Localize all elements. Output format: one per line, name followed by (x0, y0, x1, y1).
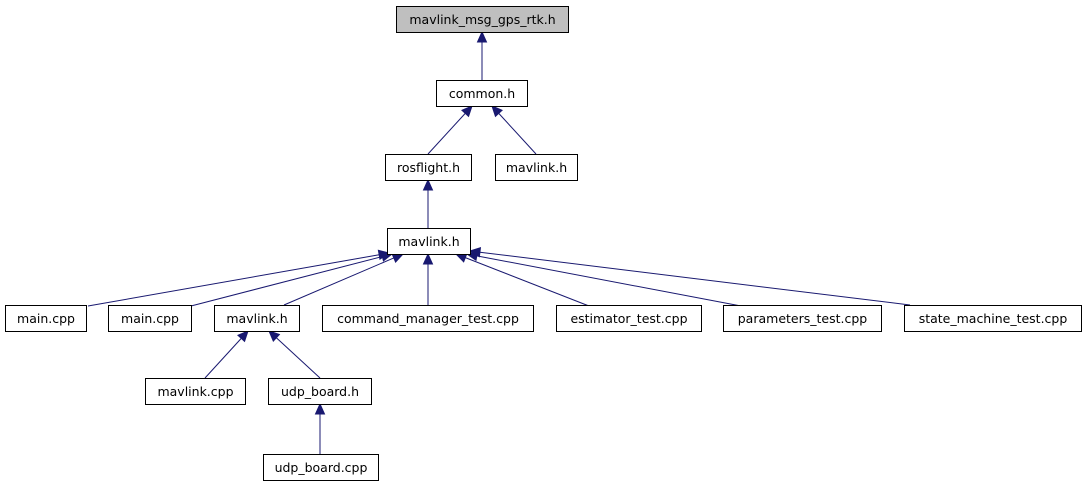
arrowhead-icon (391, 253, 405, 263)
node-box (322, 305, 534, 332)
node-box (214, 305, 300, 332)
node-n4[interactable]: mavlink.h (387, 228, 471, 255)
node-n12[interactable]: mavlink.cpp (145, 378, 246, 405)
node-box (904, 305, 1082, 332)
arrowhead-icon (314, 402, 326, 415)
edge-line (465, 257, 590, 307)
node-n11[interactable]: state_machine_test.cpp (904, 305, 1082, 332)
node-n5[interactable]: main.cpp (5, 305, 87, 332)
arrowhead-icon (268, 330, 281, 342)
node-n9[interactable]: estimator_test.cpp (556, 305, 702, 332)
node-label: command_manager_test.cpp (337, 311, 519, 326)
node-box (556, 305, 702, 332)
node-n8[interactable]: command_manager_test.cpp (322, 305, 534, 332)
node-n13[interactable]: udp_board.h (268, 378, 372, 405)
node-n10[interactable]: parameters_test.cpp (723, 305, 882, 332)
node-box (495, 154, 578, 181)
node-box (436, 80, 528, 107)
edge-n5-to-n4 (87, 249, 391, 307)
edge-n1-to-n0 (476, 30, 488, 80)
edge-n2-to-n1 (427, 105, 473, 155)
edge-line (283, 257, 395, 306)
edge-line (276, 337, 321, 379)
node-n7[interactable]: mavlink.h (214, 305, 300, 332)
arrowhead-icon (422, 178, 434, 191)
node-box (396, 6, 569, 33)
edge-n12-to-n7 (204, 330, 249, 379)
node-n6[interactable]: main.cpp (108, 305, 192, 332)
node-box (5, 305, 87, 332)
node-label: mavlink_msg_gps_rtk.h (409, 12, 555, 27)
node-label: mavlink.h (506, 160, 567, 175)
arrowhead-icon (476, 30, 488, 43)
node-label: mavlink.cpp (157, 384, 233, 399)
edges-layer (87, 30, 911, 454)
arrowhead-icon (468, 247, 482, 258)
edge-line (427, 113, 466, 155)
node-box (723, 305, 882, 332)
node-box (145, 378, 246, 405)
node-label: main.cpp (17, 311, 75, 326)
node-n0: mavlink_msg_gps_rtk.h (396, 6, 569, 33)
node-label: common.h (449, 86, 515, 101)
edge-line (476, 255, 742, 307)
arrowhead-icon (491, 105, 503, 118)
node-label: mavlink.h (226, 311, 287, 326)
edge-line (87, 254, 380, 307)
node-box (385, 154, 472, 181)
node-label: parameters_test.cpp (738, 311, 868, 326)
edge-line (498, 113, 537, 155)
node-box (268, 378, 372, 405)
edge-n13-to-n7 (268, 330, 321, 379)
node-label: rosflight.h (397, 160, 460, 175)
edge-n14-to-n13 (314, 402, 326, 454)
node-n2[interactable]: rosflight.h (385, 154, 472, 181)
node-label: estimator_test.cpp (570, 311, 687, 326)
edge-n4-to-n2 (422, 178, 434, 228)
node-box (387, 228, 471, 255)
edge-n8-to-n4 (422, 252, 434, 305)
edge-line (190, 256, 383, 307)
node-label: udp_board.h (281, 384, 359, 399)
edge-n6-to-n4 (190, 251, 394, 307)
node-label: udp_board.cpp (275, 460, 368, 475)
edge-line (204, 338, 242, 379)
edge-n9-to-n4 (454, 252, 590, 307)
edge-line (479, 251, 911, 306)
node-label: state_machine_test.cpp (919, 311, 1068, 326)
node-label: mavlink.h (398, 234, 459, 249)
edge-n3-to-n1 (491, 105, 537, 155)
arrowhead-icon (237, 330, 249, 343)
edge-n11-to-n4 (468, 247, 911, 306)
arrowhead-icon (461, 105, 473, 118)
node-n1[interactable]: common.h (436, 80, 528, 107)
nodes-layer: mavlink_msg_gps_rtk.h common.h rosflight.h… (5, 6, 1082, 481)
node-n3[interactable]: mavlink.h (495, 154, 578, 181)
node-box (108, 305, 192, 332)
arrowhead-icon (422, 252, 434, 265)
node-n14[interactable]: udp_board.cpp (263, 454, 379, 481)
node-box (263, 454, 379, 481)
node-label: main.cpp (121, 311, 179, 326)
